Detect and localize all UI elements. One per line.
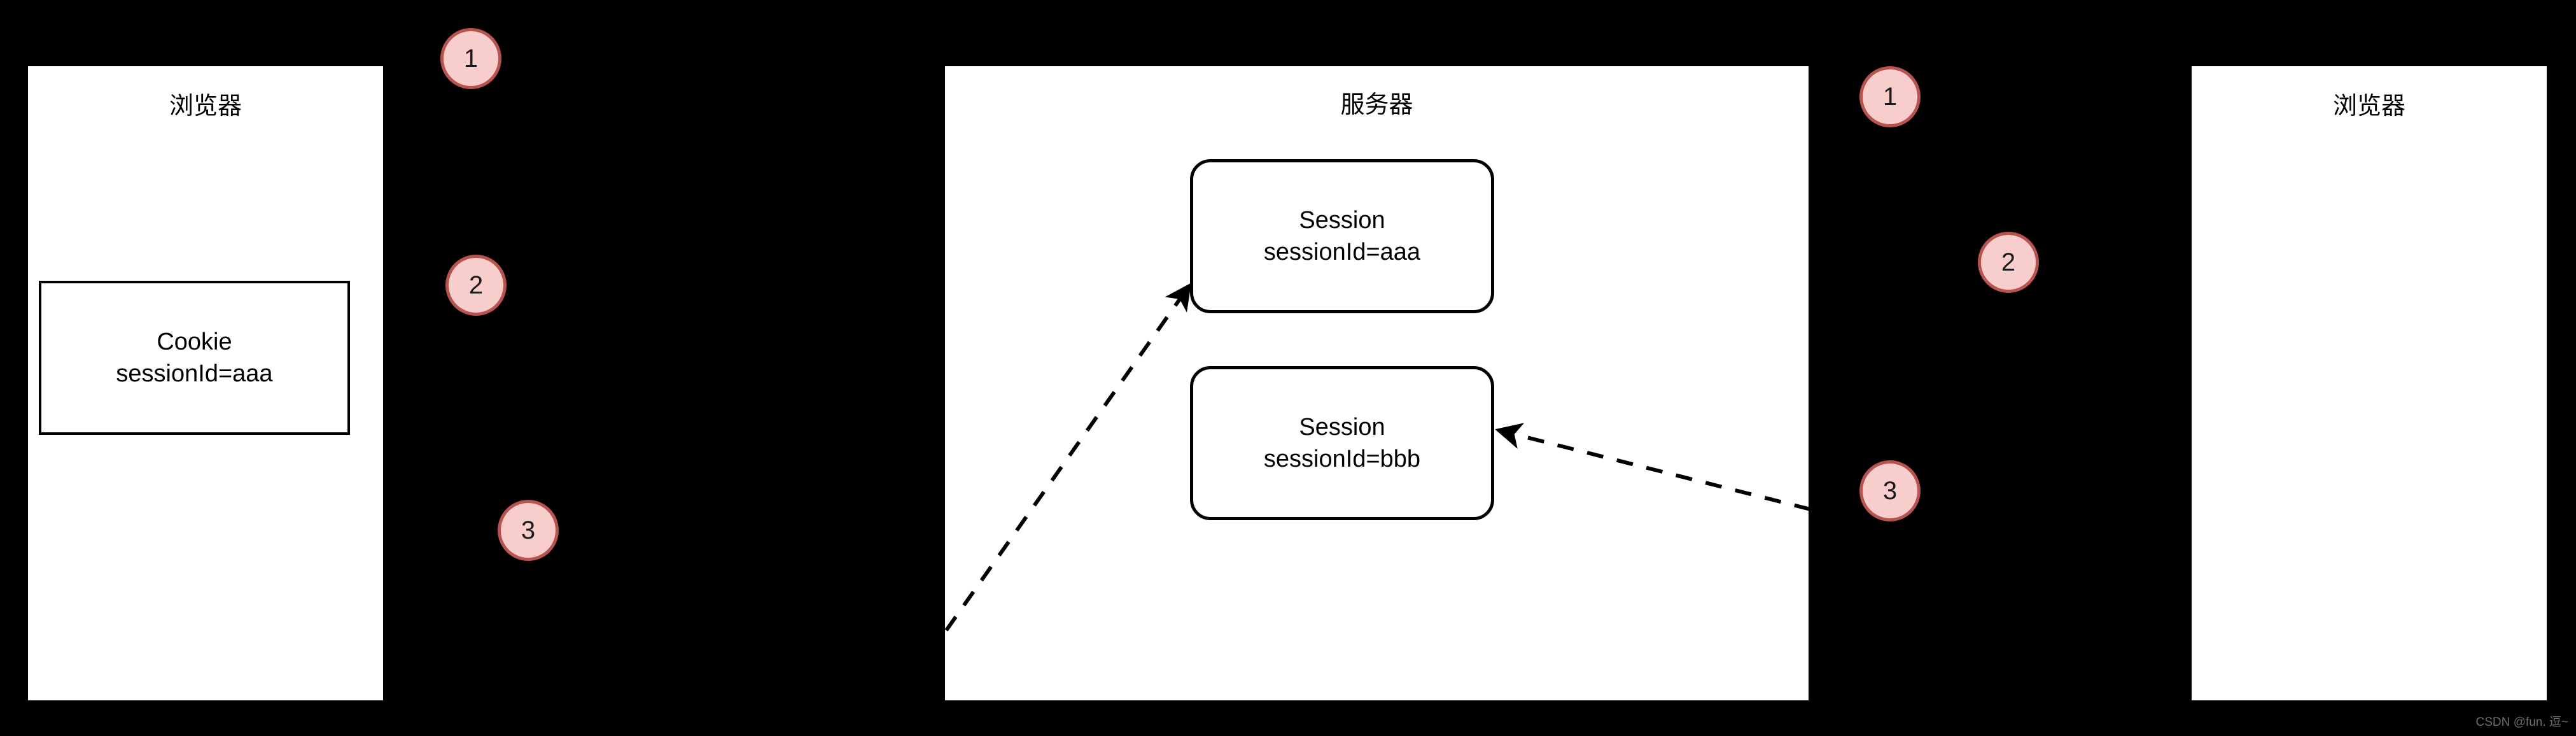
step-circle-left-2-label: 2 — [468, 271, 484, 299]
watermark: CSDN @fun. 逗~ — [2475, 716, 2568, 729]
step-circle-right-3-label: 3 — [1882, 477, 1898, 505]
browser-panel-left: 浏览器 Cookie sessionId=aaa — [28, 66, 383, 700]
server-title: 服务器 — [1340, 92, 1413, 118]
step-circle-left-1-label: 1 — [463, 45, 479, 73]
session-aaa-line-2: sessionId=aaa — [1263, 239, 1421, 265]
step-circle-right-3[interactable]: 3 — [1859, 460, 1921, 521]
step-circle-right-2[interactable]: 2 — [1978, 232, 2039, 293]
server-panel: 服务器 Session sessionId=aaa Session sessio… — [945, 66, 1809, 700]
session-box-aaa: Session sessionId=aaa — [1190, 159, 1494, 313]
session-bbb-line-2: sessionId=bbb — [1263, 446, 1421, 472]
browser-right-title: 浏览器 — [2332, 93, 2405, 120]
step-circle-right-1-label: 1 — [1882, 83, 1898, 111]
session-bbb-line-1: Session — [1299, 414, 1385, 441]
step-circle-left-3-label: 3 — [521, 516, 536, 544]
browser-panel-right: 浏览器 — [2192, 66, 2547, 700]
session-aaa-line-1: Session — [1299, 207, 1385, 234]
cookie-box-line-1: Cookie — [157, 329, 232, 355]
step-circle-left-1[interactable]: 1 — [440, 28, 501, 89]
browser-left-title: 浏览器 — [169, 93, 242, 120]
step-circle-left-2[interactable]: 2 — [445, 255, 507, 316]
session-box-bbb: Session sessionId=bbb — [1190, 366, 1494, 520]
step-circle-right-2-label: 2 — [2001, 248, 2016, 276]
cookie-box: Cookie sessionId=aaa — [39, 281, 350, 435]
cookie-box-line-2: sessionId=aaa — [116, 360, 273, 387]
step-circle-left-3[interactable]: 3 — [498, 500, 559, 561]
step-circle-right-1[interactable]: 1 — [1859, 66, 1921, 127]
